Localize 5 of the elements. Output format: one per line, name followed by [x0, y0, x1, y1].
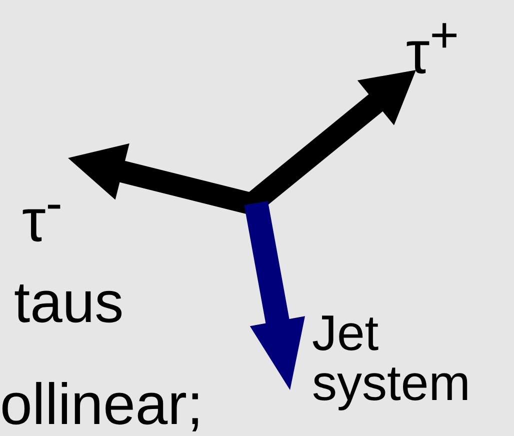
- particle-label: τ$^{+}$: [406, 10, 459, 83]
- text-fragment: ollinear;: [0, 376, 204, 434]
- text-fragment: taus: [14, 274, 124, 332]
- particle-label: Jet system: [312, 308, 472, 408]
- particle-label: τ$^{-}$: [22, 178, 62, 251]
